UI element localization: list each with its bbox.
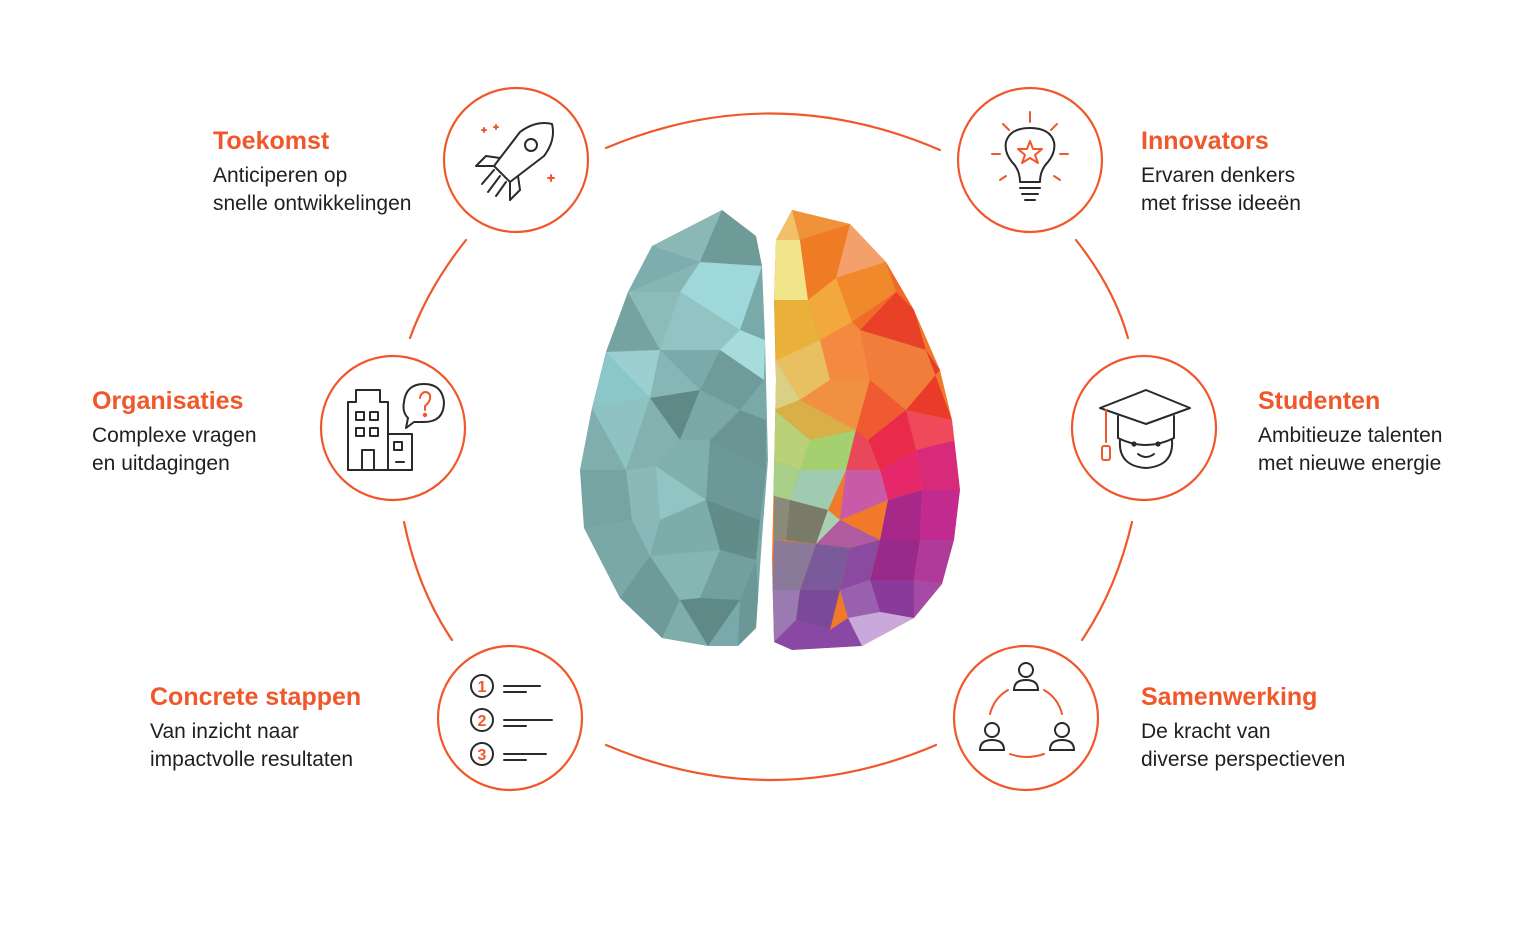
brain-left-hemisphere [580,210,768,646]
label-organisaties-line2: en uitdagingen [92,452,230,475]
label-studenten-line1: Ambitieuze talenten [1258,424,1443,447]
graduate-icon [1099,389,1191,469]
label-organisaties-line1: Complexe vragen [92,424,257,447]
arc-upper-left [408,238,468,340]
label-toekomst-line1: Anticiperen op [213,164,348,187]
label-samenwerking: Samenwerking De kracht van diverse persp… [1141,682,1345,774]
arc-lower-right [1080,520,1134,642]
building-question-icon [347,383,445,471]
brain-illustration [580,210,960,650]
label-innovators-line1: Ervaren denkers [1141,164,1296,187]
node-samenwerking [952,644,1100,792]
brain-right-hemisphere [772,210,960,650]
label-toekomst-line2: snelle ontwikkelingen [213,192,412,215]
label-samenwerking-line2: diverse perspectieven [1141,748,1346,771]
lightbulb-icon [991,111,1069,201]
connector-arcs [402,112,1134,782]
label-innovators: Innovators Ervaren denkers met frisse id… [1141,126,1301,218]
label-studenten: Studenten Ambitieuze talenten met nieuwe… [1258,386,1442,478]
list-number-1: 1 [478,679,487,696]
rocket-icon [475,122,555,201]
node-circles [319,86,1218,792]
node-toekomst [442,86,590,234]
label-stappen-line2: impactvolle resultaten [150,748,354,771]
team-cycle-icon [978,662,1076,758]
label-stappen-line1: Van inzicht naar [150,720,300,743]
arc-bottom [604,743,938,782]
node-organisaties [319,354,467,502]
label-organisaties-title: Organisaties [92,387,244,415]
node-studenten [1070,354,1218,502]
arc-lower-left [402,520,454,642]
label-innovators-line2: met frisse ideeën [1141,192,1301,215]
label-studenten-title: Studenten [1258,387,1381,415]
list-number-2: 2 [478,713,487,730]
label-samenwerking-line1: De kracht van [1141,720,1271,743]
list-number-3: 3 [478,747,487,764]
label-toekomst-title: Toekomst [213,127,330,155]
label-stappen: Concrete stappen Van inzicht naar impact… [150,682,361,774]
label-samenwerking-title: Samenwerking [1141,683,1318,711]
node-innovators [956,86,1104,234]
label-innovators-title: Innovators [1141,127,1269,155]
numbered-list-icon: 1 2 3 [470,674,553,766]
arc-upper-right [1074,238,1130,340]
label-toekomst: Toekomst Anticiperen op snelle ontwikkel… [213,126,411,218]
arc-top [604,112,942,152]
label-organisaties: Organisaties Complexe vragen en uitdagin… [92,386,257,478]
node-stappen [436,644,584,792]
label-stappen-title: Concrete stappen [150,683,362,711]
label-studenten-line2: met nieuwe energie [1258,452,1442,475]
